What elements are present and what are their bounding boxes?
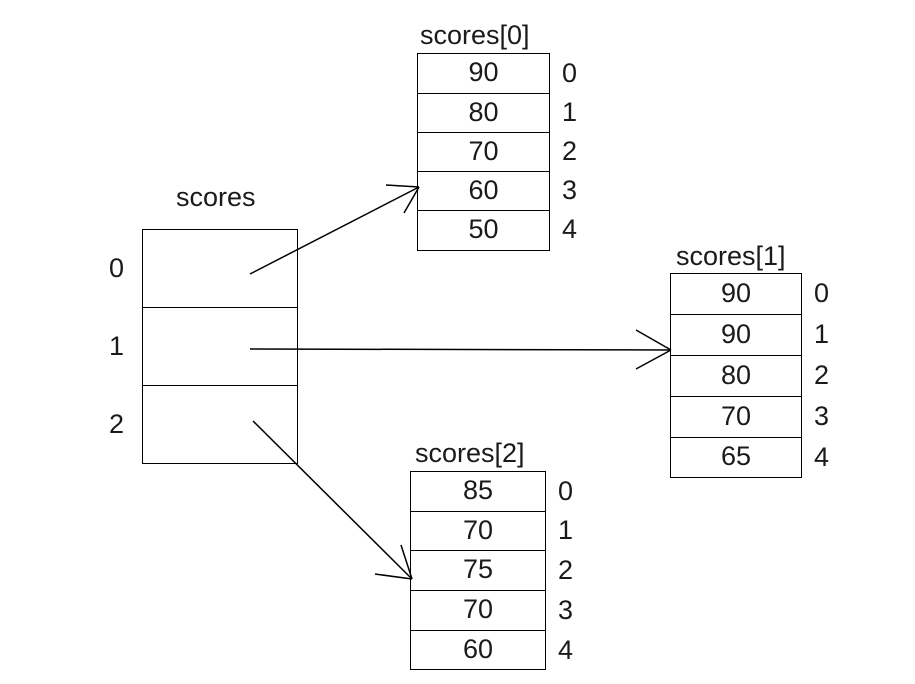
- array-1-cell-1[interactable]: 90: [671, 315, 801, 356]
- pointer-array-index-0: 0: [108, 252, 124, 283]
- array-1-cell-1-value: 90: [720, 318, 752, 349]
- array-2-cell-3-value: 70: [462, 594, 494, 624]
- array-2-index-2: 2: [558, 554, 574, 585]
- array-0-index-0: 0: [562, 57, 578, 88]
- array-1-cell-4[interactable]: 65: [671, 438, 801, 477]
- array-1-index-3: 3: [814, 401, 830, 431]
- array-1-box: 90 90 80 70 65: [670, 273, 802, 478]
- array-0-cell-3[interactable]: 60: [418, 172, 549, 211]
- pointer-array-cell-1[interactable]: [143, 308, 297, 386]
- array-0-cell-3-value: 60: [468, 174, 499, 205]
- array-0-title: scores[0]: [420, 20, 530, 50]
- array-2-title: scores[2]: [415, 438, 525, 468]
- array-2-index-3: 3: [558, 594, 574, 625]
- array-1-cell-0[interactable]: 90: [671, 274, 801, 315]
- array-2-index-0: 0: [558, 475, 574, 506]
- pointer-array-index-1: 1: [108, 330, 124, 361]
- pointer-arrow-1: [249, 329, 672, 370]
- array-2-cell-0[interactable]: 85: [411, 472, 545, 512]
- array-1-index-0: 0: [814, 278, 830, 308]
- array-1-cell-2-value: 80: [720, 359, 752, 390]
- array-2-cell-1-value: 70: [462, 514, 494, 545]
- array-0-index-1: 1: [562, 97, 578, 127]
- pointer-array-box: [142, 229, 298, 464]
- array-1-title: scores[1]: [676, 241, 786, 271]
- array-0-cell-4-value: 50: [468, 214, 499, 244]
- array-1-cell-3[interactable]: 70: [671, 397, 801, 438]
- array-0-index-4: 4: [562, 214, 578, 244]
- array-2-index-1: 1: [558, 515, 574, 545]
- array-0-box: 90 80 70 60 50: [417, 53, 550, 251]
- array-2-cell-4[interactable]: 60: [411, 631, 545, 669]
- array-2-cell-1[interactable]: 70: [411, 512, 545, 551]
- array-1-cell-4-value: 65: [720, 441, 752, 471]
- array-0-cell-4[interactable]: 50: [418, 211, 549, 250]
- array-0-index-3: 3: [562, 175, 578, 205]
- array-2-cell-4-value: 60: [462, 633, 494, 664]
- array-0-cell-2-value: 70: [468, 135, 499, 166]
- array-1-cell-0-value: 90: [720, 277, 752, 308]
- array-2-index-4: 4: [558, 634, 574, 665]
- array-0-cell-0-value: 90: [468, 57, 499, 87]
- array-0-cell-1-value: 80: [468, 96, 499, 127]
- pointer-array-index-2: 2: [108, 408, 124, 439]
- array-0-index-2: 2: [562, 136, 578, 166]
- array-1-index-4: 4: [814, 442, 830, 472]
- array-1-index-2: 2: [814, 360, 830, 390]
- array-2-cell-0-value: 85: [462, 475, 494, 505]
- array-2-box: 85 70 75 70 60: [410, 471, 546, 670]
- array-2-cell-2[interactable]: 75: [411, 551, 545, 591]
- array-0-cell-1[interactable]: 80: [418, 94, 549, 133]
- pointer-array-title: scores: [176, 182, 256, 212]
- array-1-cell-3-value: 70: [720, 400, 752, 431]
- array-2-cell-2-value: 75: [462, 554, 494, 584]
- array-0-cell-0[interactable]: 90: [418, 54, 549, 94]
- array-0-cell-2[interactable]: 70: [418, 133, 549, 172]
- array-2-cell-3[interactable]: 70: [411, 591, 545, 631]
- pointer-array-cell-2[interactable]: [143, 386, 297, 463]
- array-1-cell-2[interactable]: 80: [671, 356, 801, 397]
- array-1-index-1: 1: [814, 319, 830, 349]
- pointer-array-cell-0[interactable]: [143, 230, 297, 308]
